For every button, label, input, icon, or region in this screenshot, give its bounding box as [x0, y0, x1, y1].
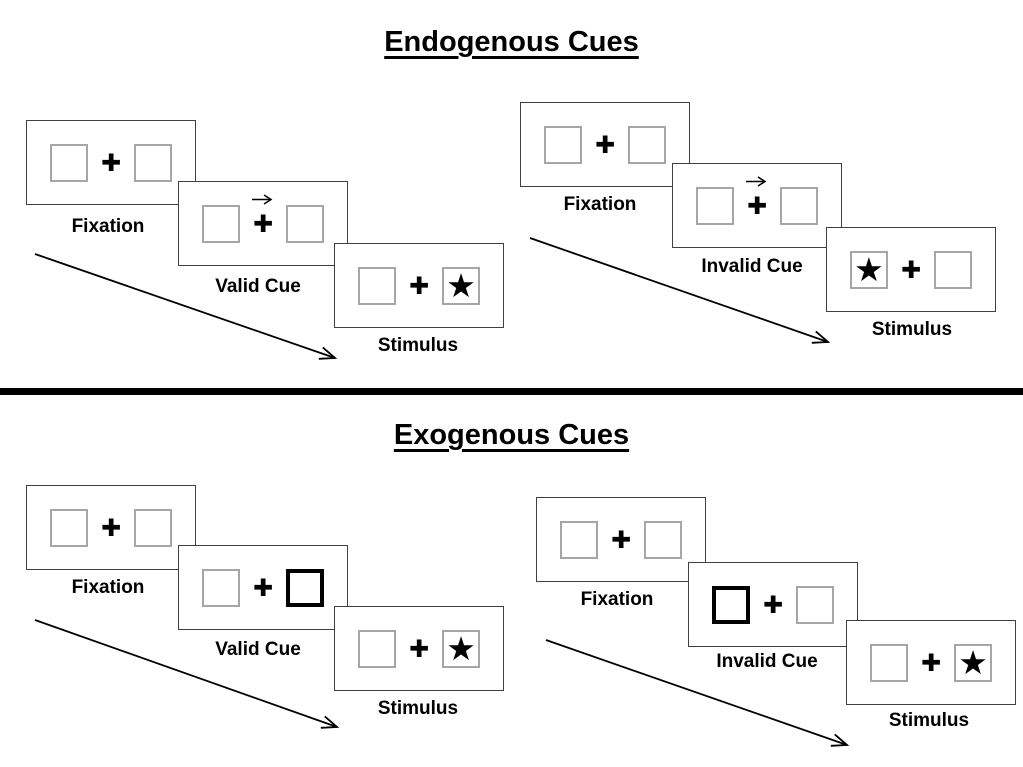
panel-exogenous-valid-fixation: ✚ [26, 485, 196, 570]
panel-label-invalid-cue: Invalid Cue [716, 651, 818, 672]
fixation-cross-icon: ✚ [610, 525, 632, 554]
section-title-endogenous-text: Endogenous Cues [384, 26, 639, 58]
right-box-star-icon: ★ [442, 629, 481, 668]
panel-label-invalid-cue: Invalid Cue [701, 256, 803, 277]
panel-label-stimulus: Stimulus [871, 319, 953, 340]
panel-exogenous-valid-cue: ✚ [178, 545, 348, 630]
right-box-thick-cue [286, 568, 325, 607]
right-box [134, 508, 173, 547]
panel-exogenous-valid-stimulus: ✚ ★ [334, 606, 504, 691]
right-box [780, 186, 819, 225]
left-box [559, 520, 598, 559]
panel-label-valid-cue: Valid Cue [215, 639, 301, 660]
section-divider [0, 388, 1023, 395]
sequence-arrow-icon [545, 639, 850, 747]
panel-label-valid-cue: Valid Cue [215, 276, 301, 297]
left-box [201, 204, 240, 243]
fixation-cross-icon: ✚ [100, 148, 122, 177]
fixation-cross-icon: ✚ [746, 191, 768, 220]
right-box [934, 250, 973, 289]
panel-endogenous-invalid-stimulus: ★ ✚ [826, 227, 996, 312]
right-box [134, 143, 173, 182]
left-box [695, 186, 734, 225]
panel-exogenous-invalid-cue: ✚ [688, 562, 858, 647]
sequence-arrow-icon [34, 253, 338, 360]
left-box [543, 125, 582, 164]
panel-endogenous-invalid-cue: ✚ [672, 163, 842, 248]
left-box [49, 143, 88, 182]
fixation-cross-icon: ✚ [762, 590, 784, 619]
right-box [628, 125, 667, 164]
fixation-cross-icon: ✚ [408, 271, 430, 300]
right-box [286, 204, 325, 243]
panel-endogenous-valid-cue: ✚ [178, 181, 348, 266]
panel-label-fixation: Fixation [563, 194, 637, 215]
left-box [49, 508, 88, 547]
panel-label-fixation: Fixation [71, 216, 145, 237]
fixation-cross-icon: ✚ [408, 634, 430, 663]
fixation-cross-icon: ✚ [594, 130, 616, 159]
left-box [357, 266, 396, 305]
panel-label-stimulus: Stimulus [888, 710, 970, 731]
panel-label-fixation: Fixation [580, 589, 654, 610]
section-title-exogenous-text: Exogenous Cues [393, 419, 630, 451]
fixation-cross-icon: ✚ [100, 513, 122, 542]
panel-exogenous-invalid-fixation: ✚ [536, 497, 706, 582]
sequence-arrow-icon [34, 619, 340, 729]
left-box [201, 568, 240, 607]
section-title-exogenous: Exogenous Cues [0, 419, 1023, 452]
left-box [869, 643, 908, 682]
right-box [644, 520, 683, 559]
panel-label-fixation: Fixation [71, 577, 145, 598]
right-box [796, 585, 835, 624]
cue-arrow-right-icon [252, 194, 273, 205]
left-box-star-icon: ★ [849, 250, 888, 289]
fixation-cross-icon: ✚ [900, 255, 922, 284]
fixation-cross-icon: ✚ [920, 648, 942, 677]
panel-endogenous-valid-stimulus: ✚ ★ [334, 243, 504, 328]
panel-label-stimulus: Stimulus [377, 335, 459, 356]
panel-endogenous-invalid-fixation: ✚ [520, 102, 690, 187]
panel-endogenous-valid-fixation: ✚ [26, 120, 196, 205]
fixation-cross-icon: ✚ [252, 573, 274, 602]
left-box [357, 629, 396, 668]
right-box-star-icon: ★ [442, 266, 481, 305]
section-title-endogenous: Endogenous Cues [0, 26, 1023, 59]
left-box-thick-cue [711, 585, 750, 624]
fixation-cross-icon: ✚ [252, 209, 274, 238]
panel-exogenous-invalid-stimulus: ✚ ★ [846, 620, 1016, 705]
cue-arrow-right-icon [746, 176, 767, 187]
sequence-arrow-icon [529, 237, 831, 344]
panel-label-stimulus: Stimulus [377, 698, 459, 719]
right-box-star-icon: ★ [954, 643, 993, 682]
